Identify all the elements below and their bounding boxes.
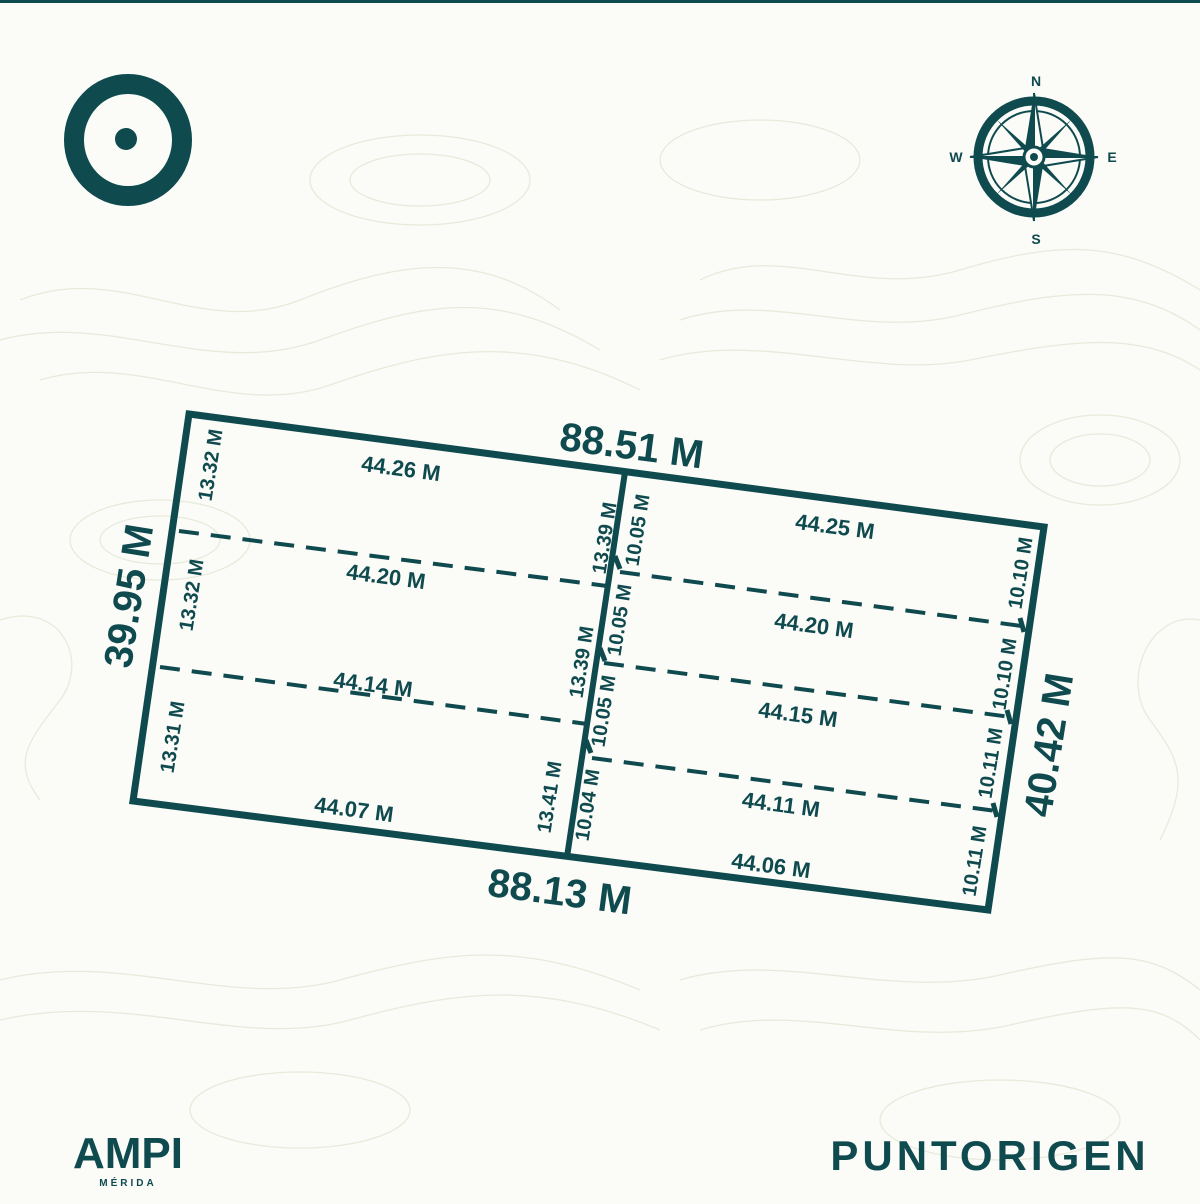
- puntorigen-o-logo-icon: [64, 74, 192, 206]
- compass-label-s: S: [1031, 231, 1040, 247]
- lot-width-left-2: 44.14 M: [332, 667, 414, 702]
- plot-boundary: [129, 410, 1048, 914]
- topographic-background: [0, 119, 1200, 1161]
- bottom-length-label: 88.13 M: [485, 861, 634, 923]
- ampi-logo-city: MÉRIDA: [99, 1176, 156, 1189]
- lot-width-left-top: 44.26 M: [360, 451, 442, 486]
- top-border-line: [0, 0, 1200, 3]
- lot-width-right-top: 44.25 M: [794, 509, 876, 544]
- compass-label-n: N: [1031, 73, 1041, 89]
- puntorigen-wordmark: PUNTORIGEN: [830, 1132, 1149, 1179]
- division-ticks: [583, 555, 1027, 818]
- lot-width-left-1: 44.20 M: [345, 559, 427, 594]
- central-divider: [564, 471, 628, 858]
- depth-east-4: 10.11 M: [959, 824, 992, 898]
- compass-rose-icon: [969, 92, 1099, 222]
- lot-division-lines: [159, 529, 1030, 814]
- depth-mid-right-1: 10.05 M: [622, 493, 655, 568]
- depth-mid-left-3: 13.41 M: [534, 760, 567, 835]
- ampi-logo: AMPI MÉRIDA: [73, 1129, 183, 1189]
- lot-width-right-2: 44.15 M: [757, 697, 839, 732]
- lot-width-left-bottom: 44.07 M: [313, 792, 395, 827]
- compass-label-e: E: [1107, 149, 1116, 165]
- depth-west-3: 13.31 M: [157, 700, 190, 775]
- right-length-label: 40.42 M: [1016, 670, 1082, 820]
- lot-width-right-1: 44.20 M: [773, 608, 855, 643]
- lot-width-right-3: 44.11 M: [741, 787, 822, 822]
- ampi-logo-name: AMPI: [73, 1129, 183, 1178]
- depth-west-1: 13.32 M: [195, 428, 228, 503]
- compass-label-w: W: [949, 149, 963, 165]
- depth-west-2: 13.32 M: [176, 558, 209, 633]
